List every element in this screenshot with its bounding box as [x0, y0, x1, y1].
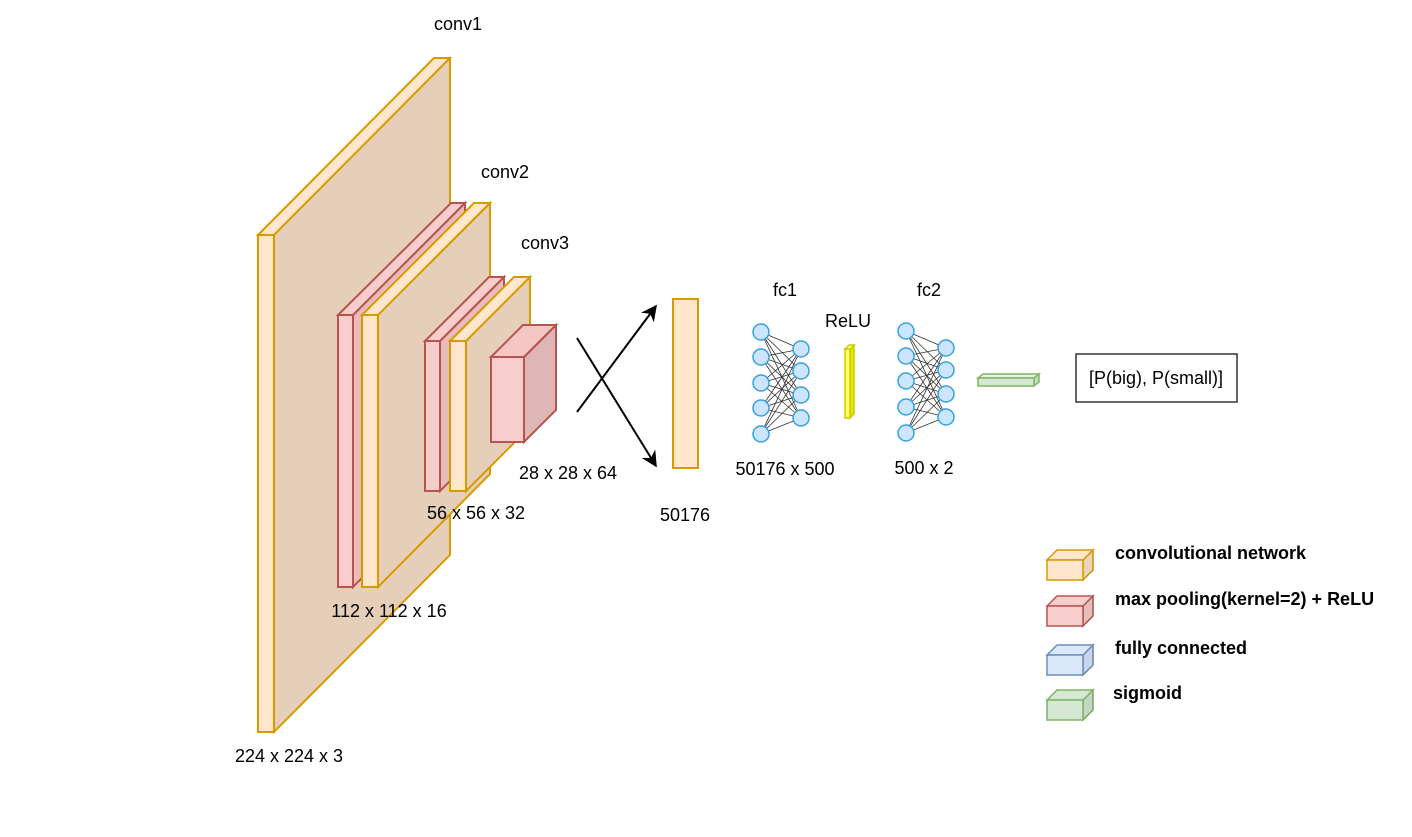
legend-label: max pooling(kernel=2) + ReLU: [1115, 589, 1374, 609]
sigmoid-bar-front: [977, 377, 1035, 387]
fc2-output-node: [937, 361, 955, 379]
fc1-connection: [760, 382, 802, 419]
fc2-network: [897, 322, 955, 442]
fc1-connection: [760, 370, 802, 435]
legend: convolutional network max pooling(kernel=…: [1045, 543, 1374, 722]
pool3-cube-front: [490, 356, 525, 443]
dim2-label: 112 x 112 x 16: [331, 601, 446, 621]
dim3-label: 56 x 56 x 32: [427, 503, 525, 523]
relu-label: ReLU: [825, 311, 871, 331]
sigmoid-bar: [975, 372, 1042, 388]
fc1-output-node: [792, 340, 810, 358]
fc1-output-node: [792, 386, 810, 404]
legend-item: sigmoid: [1045, 683, 1182, 722]
fc2-connection: [905, 347, 947, 408]
fc2-input-node: [897, 347, 915, 365]
conv2-label: conv2: [481, 162, 529, 182]
fc2-connection: [905, 380, 947, 418]
fc2-input-node: [897, 372, 915, 390]
flatten-arrow-up: [576, 304, 657, 413]
legend-item: convolutional network: [1045, 543, 1307, 582]
pool3-cube: [488, 322, 559, 445]
fc1-connection: [760, 394, 802, 435]
fc2-input-node: [897, 424, 915, 442]
legend-item: max pooling(kernel=2) + ReLU: [1045, 589, 1374, 628]
fc2-label: fc2: [917, 280, 941, 300]
fc2-input-node: [897, 322, 915, 340]
fc1-connection: [760, 356, 802, 419]
legend-swatch: [1046, 654, 1084, 676]
fc2-connection: [905, 393, 947, 434]
fc1-output-node: [792, 409, 810, 427]
fc1-connection: [760, 331, 802, 372]
fc1-connection: [760, 331, 802, 396]
fc1-input-node: [752, 348, 770, 366]
pool2-block-front: [424, 340, 441, 492]
fc1-connection: [760, 356, 802, 396]
fc2-connection: [905, 355, 947, 418]
fc1-input-node: [752, 399, 770, 417]
fc2-input-node: [897, 398, 915, 416]
legend-item: fully connected: [1045, 638, 1247, 677]
fc2-output-node: [937, 385, 955, 403]
fc1-dim-label: 50176 x 500: [735, 459, 834, 479]
fc1-connection: [760, 348, 802, 435]
legend-swatch: [1046, 559, 1084, 581]
legend-label: convolutional network: [1115, 543, 1307, 563]
fc1-label: fc1: [773, 280, 797, 300]
dim4-label: 28 x 28 x 64: [519, 463, 617, 483]
fc1-input-node: [752, 323, 770, 341]
conv1-block-front: [257, 234, 275, 733]
fc1-network: [752, 323, 810, 443]
conv3-block-front: [449, 340, 467, 492]
fc2-connection: [905, 369, 947, 434]
fc2-connection: [905, 330, 947, 418]
conv1-label: conv1: [434, 14, 482, 34]
fc1-input-node: [752, 425, 770, 443]
legend-label: sigmoid: [1113, 683, 1182, 703]
output-label: [P(big), P(small)]: [1089, 368, 1223, 388]
fc2-connection: [905, 369, 947, 408]
flatten-label: 50176: [660, 505, 710, 525]
fc2-connection: [905, 330, 947, 395]
fc2-connection: [905, 347, 947, 434]
fc2-output-node: [937, 339, 955, 357]
fc2-connection: [905, 330, 947, 371]
conv2-block-front: [361, 314, 379, 588]
fc2-connection: [905, 355, 947, 395]
relu-bar-front: [844, 348, 851, 419]
dim1-label: 224 x 224 x 3: [235, 746, 343, 766]
flatten-arrow-down: [576, 337, 657, 468]
fc1-connection: [760, 370, 802, 409]
relu-bar: [843, 343, 856, 420]
legend-swatch: [1046, 699, 1084, 721]
flatten-vector: [672, 298, 699, 469]
legend-label: fully connected: [1115, 638, 1247, 658]
fc2-output-node: [937, 408, 955, 426]
fc1-output-node: [792, 362, 810, 380]
output-box: [1075, 353, 1238, 403]
conv3-label: conv3: [521, 233, 569, 253]
fc1-connection: [760, 331, 802, 419]
fc1-connection: [760, 348, 802, 409]
fc1-input-node: [752, 374, 770, 392]
legend-swatch: [1046, 605, 1084, 627]
pool1-block-front: [337, 314, 354, 588]
fc2-dim-label: 500 x 2: [894, 458, 953, 478]
